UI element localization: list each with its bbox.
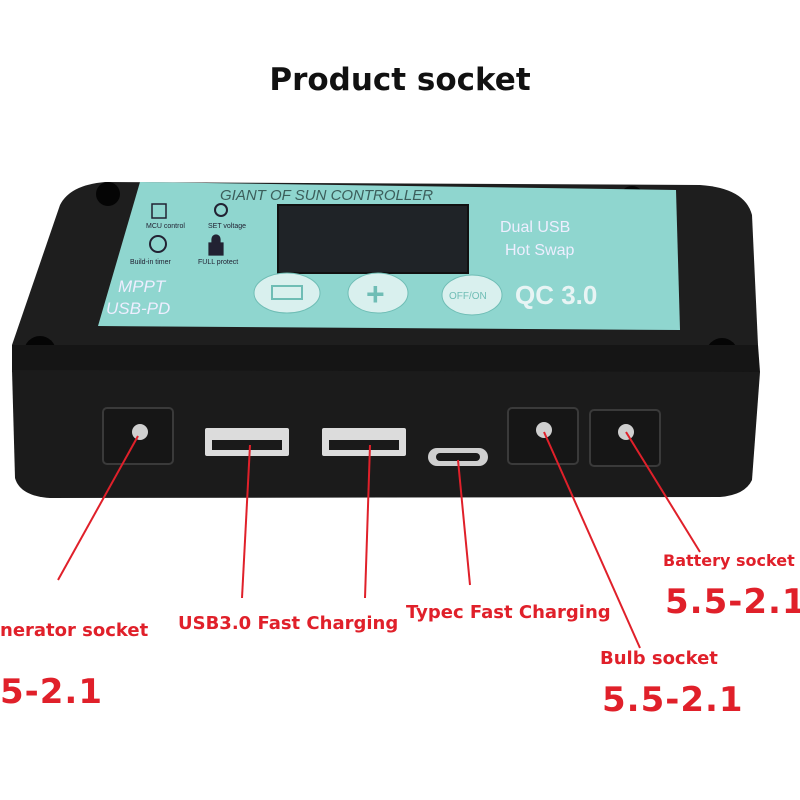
timer-label: Build-in timer — [130, 259, 172, 266]
generator-size: 5-2.1 — [0, 672, 103, 712]
bulb-socket-hole — [536, 422, 552, 438]
lid-seam — [12, 345, 760, 372]
menu-button — [253, 272, 321, 314]
generator-label: nerator socket — [0, 620, 149, 641]
bulb-leader — [543, 431, 641, 649]
usb3-leader-2 — [364, 444, 371, 599]
mcu-icon — [151, 203, 167, 219]
usb-port-1-tongue — [212, 440, 282, 450]
generator-socket-hole — [132, 424, 148, 440]
usb3-leader — [241, 444, 251, 599]
mcu-label: MCU control — [146, 223, 185, 230]
bulb-label: Bulb socket — [600, 648, 718, 669]
onoff-text: OFF/ON — [449, 291, 487, 302]
page-title: Product socket — [269, 62, 531, 98]
dual-usb-text: Dual USB — [500, 219, 570, 236]
gear-icon — [214, 203, 228, 217]
screw-hole-top-left — [96, 182, 120, 206]
usb-port-2-tongue — [329, 440, 399, 450]
qc-text: QC 3.0 — [515, 280, 597, 310]
usb3-label: USB3.0 Fast Charging — [178, 613, 399, 634]
battery-label: Battery socket — [663, 551, 795, 570]
full-label: FULL protect — [198, 259, 238, 266]
lcd-screen — [277, 204, 469, 274]
hot-swap-text: Hot Swap — [505, 242, 574, 259]
clock-icon — [149, 235, 167, 253]
brand-text: GIANT OF SUN CONTROLLER — [220, 187, 433, 204]
plus-button — [347, 272, 409, 314]
typec-leader — [457, 459, 471, 586]
mppt-text: MPPT — [118, 277, 167, 296]
bulb-size: 5.5-2.1 — [602, 680, 744, 720]
typec-port-inner — [436, 453, 480, 461]
set-label: SET voltage — [208, 223, 246, 230]
lock-icon — [208, 234, 224, 256]
battery-size: 5.5-2.1 — [665, 582, 800, 622]
usbpd-text: USB-PD — [106, 299, 170, 318]
onoff-button — [441, 274, 503, 316]
battery-icon — [271, 285, 303, 300]
typec-label: Typec Fast Charging — [406, 602, 611, 623]
plus-text: + — [366, 276, 385, 312]
battery-leader — [625, 431, 701, 553]
generator-leader — [57, 435, 139, 581]
